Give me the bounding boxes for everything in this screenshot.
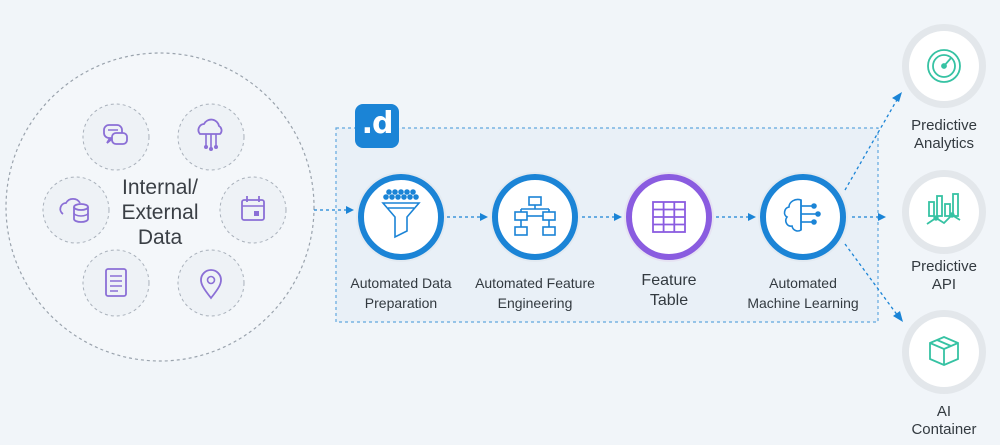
location-pin-icon: [177, 249, 245, 317]
cloud-database-icon: [42, 176, 110, 244]
step-label: Automated Feature Engineering: [455, 273, 615, 313]
arrowhead: [878, 213, 886, 221]
arrowhead: [346, 206, 354, 214]
data-sources-line1: Internal/: [122, 176, 198, 199]
output-label: Predictive API: [889, 258, 999, 294]
table-icon: [652, 201, 686, 233]
output-label-line2: Container: [911, 421, 977, 438]
step-label-line2: Preparation: [364, 295, 438, 311]
step-label-line1: Automated: [769, 275, 837, 291]
step-label: Automated Data Preparation: [321, 273, 481, 313]
cloud-network-icon: [177, 103, 245, 171]
step-label: Automated Machine Learning: [723, 273, 883, 313]
output-label-line2: API: [931, 276, 957, 293]
output-predictive-api: [902, 170, 986, 254]
brain-icon: [783, 198, 821, 232]
step-label-line1: Feature: [641, 272, 697, 289]
output-label-line1: AI: [936, 403, 952, 420]
step-label-line2: Machine Learning: [747, 295, 859, 311]
connector-arrow: [844, 243, 899, 317]
step-data-preparation: [356, 172, 446, 262]
step-label-line1: Automated Data: [350, 275, 452, 291]
output-label: Predictive Analytics: [889, 117, 999, 153]
output-label-line1: Predictive: [911, 117, 977, 134]
bar-chart-icon: [926, 193, 961, 225]
output-label: AI Container: [889, 403, 999, 439]
arrowhead: [893, 311, 903, 322]
step-label-line2: Table: [649, 292, 689, 309]
step-label-line2: Engineering: [497, 295, 573, 311]
document-icon: [82, 249, 150, 317]
flowchart-icon: [514, 196, 556, 236]
step-feature-engineering: [490, 172, 580, 262]
step-feature-table: [624, 172, 714, 262]
arrowhead: [892, 92, 902, 102]
output-label-line1: Predictive: [911, 258, 977, 275]
logo: .d: [355, 104, 399, 148]
step-label: Feature Table: [589, 271, 749, 311]
output-predictive-analytics: [902, 24, 986, 108]
funnel-icon: [381, 189, 421, 239]
data-sources-line2: External: [121, 201, 199, 224]
calendar-icon: [219, 176, 287, 244]
gauge-icon: [927, 49, 961, 83]
data-sources-label: Internal/ External Data: [98, 175, 222, 250]
data-sources-line3: Data: [137, 226, 183, 249]
output-label-line2: Analytics: [913, 135, 975, 152]
output-ai-container: [902, 310, 986, 394]
box-icon: [929, 336, 959, 366]
chat-icon: [82, 103, 150, 171]
step-machine-learning: [758, 172, 848, 262]
arrowhead: [614, 213, 622, 221]
arrowhead: [748, 213, 756, 221]
step-label-line1: Automated Feature: [475, 275, 595, 291]
arrowhead: [480, 213, 488, 221]
